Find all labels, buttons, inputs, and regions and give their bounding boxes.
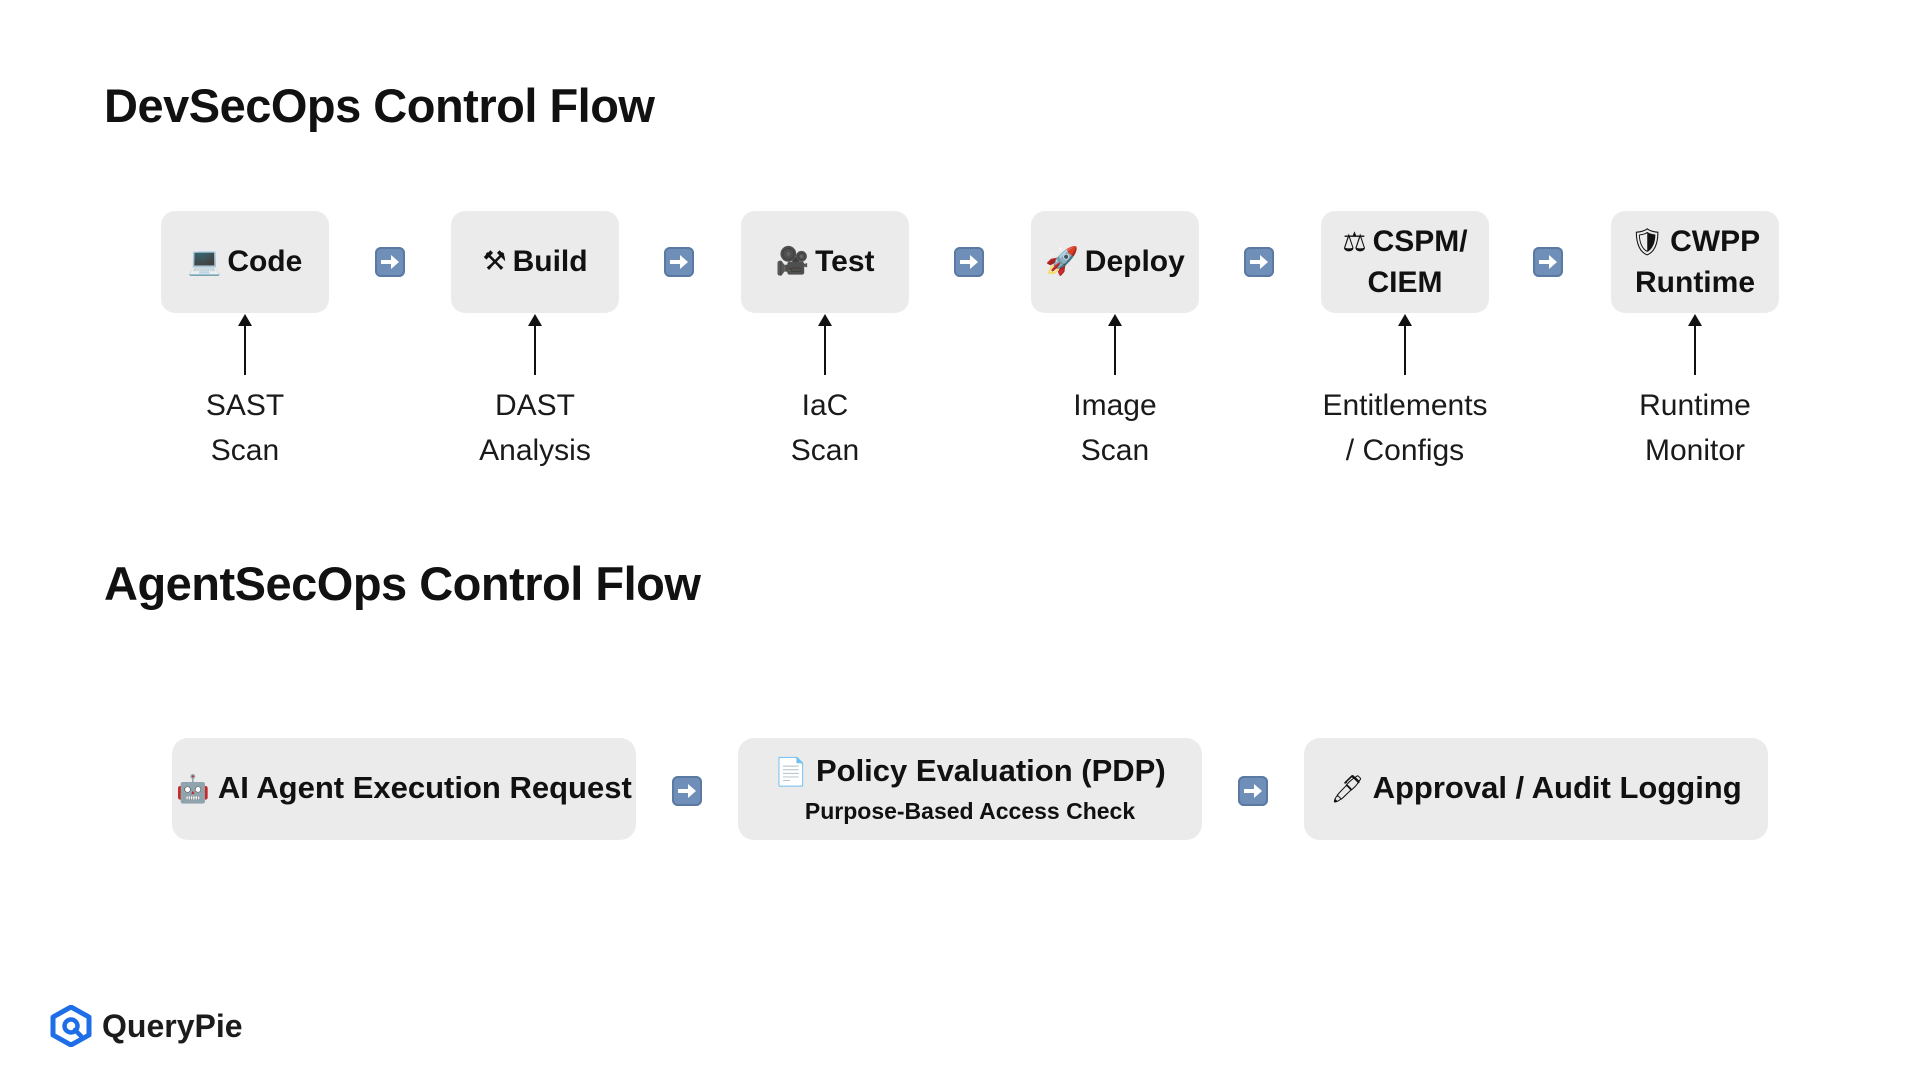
cwpp-runtime-box: 🛡CWPP Runtime: [1611, 211, 1779, 313]
brand-name: QueryPie: [102, 1007, 243, 1044]
brand: QueryPie: [50, 1005, 243, 1047]
deploy-label: Deploy: [1084, 245, 1185, 278]
querypie-logo-icon: [50, 1005, 92, 1047]
right-arrow-icon: [375, 247, 405, 277]
right-arrow-icon: [1238, 776, 1268, 806]
agentsecops-title: AgentSecOps Control Flow: [104, 557, 701, 610]
build-box: ⚒ Build: [451, 211, 619, 313]
approval-audit-label: Approval / Audit Logging: [1372, 770, 1742, 805]
build-label: Build: [512, 245, 588, 278]
balance-scale-icon: ⚖: [1342, 226, 1367, 258]
code-box: 💻 Code: [161, 211, 329, 313]
approval-audit-box: 🖊Approval / Audit Logging: [1304, 738, 1768, 840]
dev-step-cwpp: 🛡CWPP Runtime Runtime Monitor: [1611, 211, 1779, 473]
shield-icon: 🛡: [1629, 226, 1665, 258]
robot-icon: 🤖: [176, 774, 210, 805]
policy-evaluation-box: 📄Policy Evaluation (PDP) Purpose-Based A…: [738, 738, 1202, 840]
ai-agent-request-label: AI Agent Execution Request: [217, 770, 632, 805]
right-arrow-icon: [1533, 247, 1563, 277]
entitlements-configs-label: Entitlements / Configs: [1322, 389, 1488, 467]
cspm-label: CSPM/: [1372, 224, 1468, 258]
page-icon: 📄: [774, 757, 808, 788]
up-arrow: [1321, 313, 1489, 377]
dev-step-code: 💻 Code SAST Scan: [161, 211, 329, 473]
dev-step-test: 🎥 Test IaC Scan: [741, 211, 909, 473]
right-arrow-icon: [1244, 247, 1274, 277]
right-arrow-icon: [954, 247, 984, 277]
purpose-based-access-label: Purpose-Based Access Check: [804, 798, 1136, 824]
dast-analysis-label: DAST Analysis: [479, 389, 591, 467]
ai-agent-request-box: 🤖AI Agent Execution Request: [172, 738, 636, 840]
test-box: 🎥 Test: [741, 211, 909, 313]
dev-step-deploy: 🚀 Deploy Image Scan: [1031, 211, 1199, 473]
hammer-pick-icon: ⚒: [482, 246, 507, 277]
right-arrow-icon: [664, 247, 694, 277]
video-camera-icon: 🎥: [775, 246, 810, 277]
right-arrow-icon: [672, 776, 702, 806]
dev-step-cspm: ⚖CSPM/ CIEM Entitlements / Configs: [1321, 211, 1489, 473]
sast-scan-label: SAST Scan: [205, 389, 285, 467]
up-arrow: [1031, 313, 1199, 377]
up-arrow: [161, 313, 329, 377]
dev-step-build: ⚒ Build DAST Analysis: [451, 211, 619, 473]
runtime-label: Runtime: [1635, 265, 1755, 299]
rocket-icon: 🚀: [1045, 246, 1079, 277]
test-label: Test: [815, 245, 875, 278]
up-arrow: [451, 313, 619, 377]
cwpp-label: CWPP: [1670, 224, 1761, 258]
cspm-ciem-box: ⚖CSPM/ CIEM: [1321, 211, 1489, 313]
image-scan-label: Image Scan: [1073, 389, 1157, 467]
runtime-monitor-label: Runtime Monitor: [1639, 389, 1751, 467]
laptop-icon: 💻: [187, 246, 222, 277]
iac-scan-label: IaC Scan: [790, 389, 860, 467]
deploy-box: 🚀 Deploy: [1031, 211, 1199, 313]
policy-evaluation-label: Policy Evaluation (PDP): [815, 753, 1166, 788]
ciem-label: CIEM: [1367, 265, 1443, 299]
code-label: Code: [227, 245, 303, 278]
up-arrow: [741, 313, 909, 377]
pen-icon: 🖊: [1330, 774, 1365, 805]
devsecops-title: DevSecOps Control Flow: [104, 79, 655, 132]
up-arrow: [1611, 313, 1779, 377]
